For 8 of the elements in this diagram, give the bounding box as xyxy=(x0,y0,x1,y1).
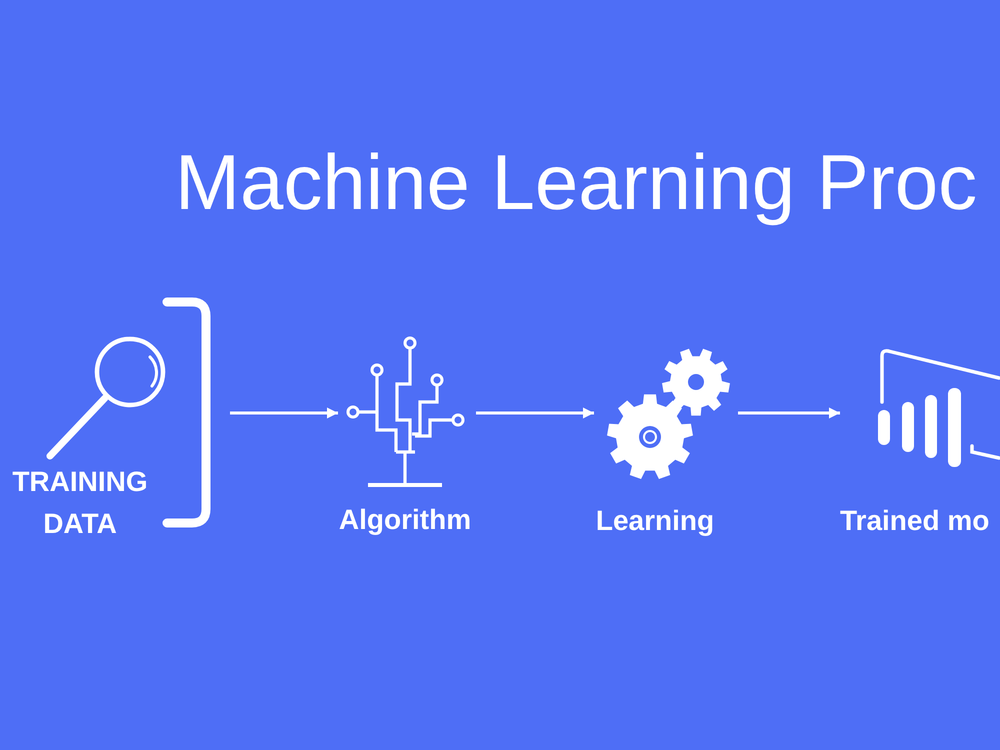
arrow xyxy=(230,408,338,418)
title: Machine Learning Proc xyxy=(175,137,978,228)
arrow xyxy=(476,408,594,418)
node-label: Learning xyxy=(594,504,716,538)
arrow xyxy=(738,408,840,418)
node-label: Trained mo xyxy=(840,504,990,538)
node-label: TRAINING DATA xyxy=(11,465,149,541)
node-label: Algorithm xyxy=(338,503,472,537)
